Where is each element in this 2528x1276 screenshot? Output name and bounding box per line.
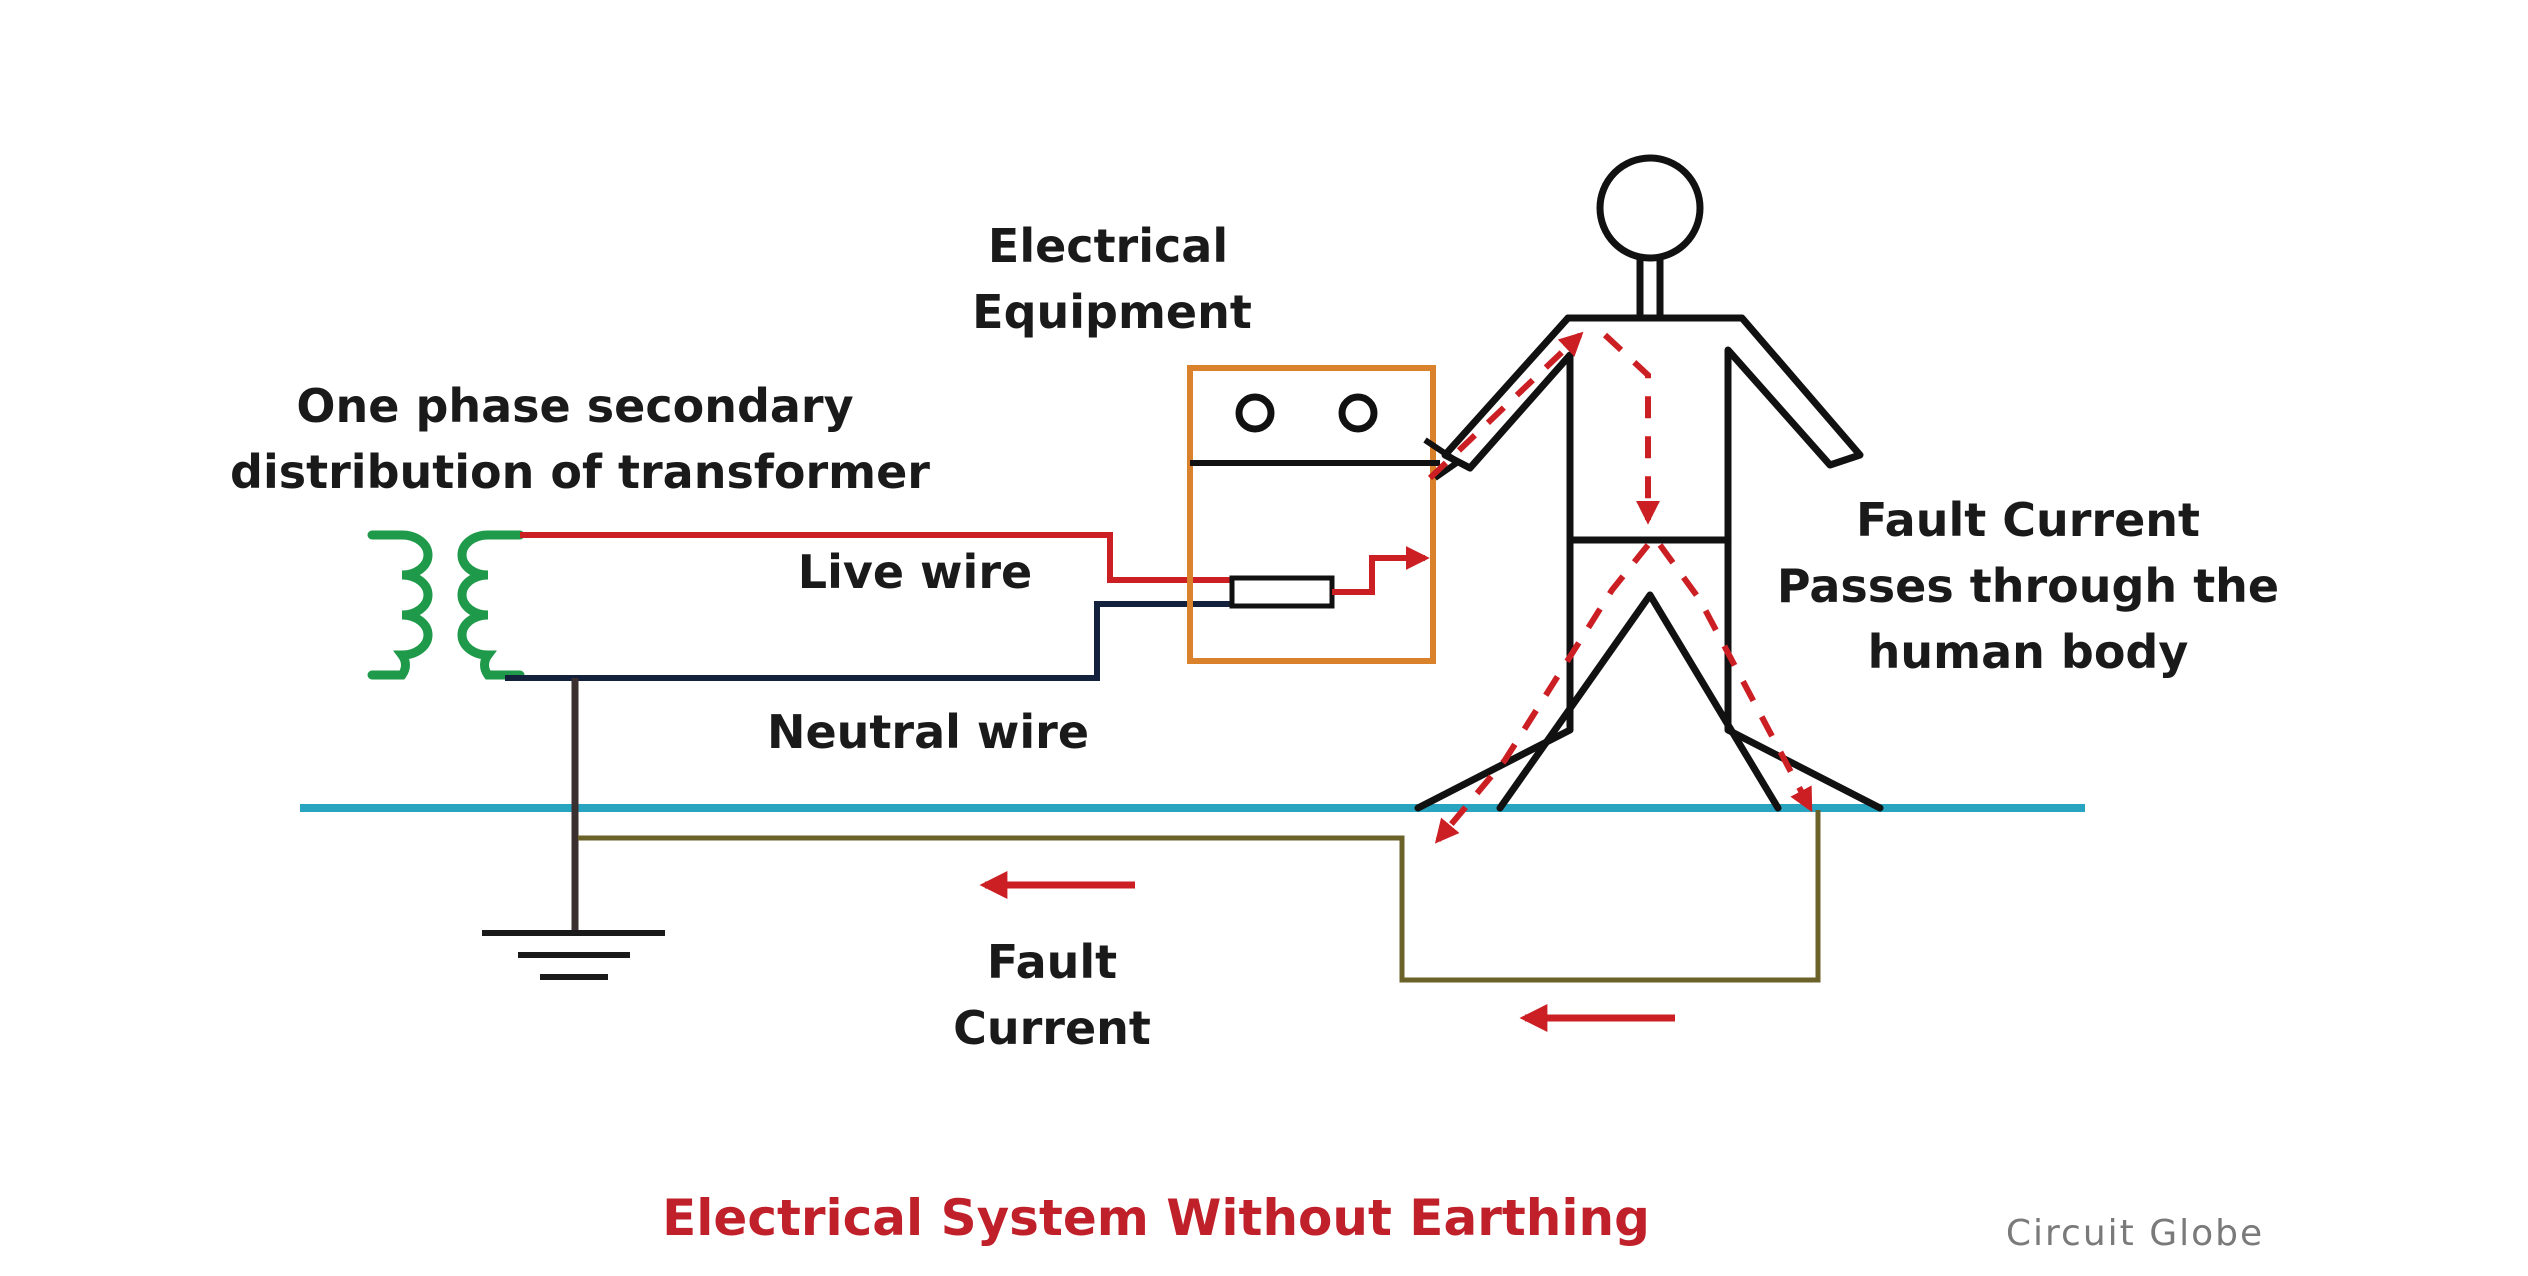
body-current-path: [1427, 331, 1813, 844]
equipment-socket-icon: [1338, 393, 1378, 433]
transformer-label-line2: distribution of transformer: [230, 445, 930, 499]
body-label-line1: Fault Current: [1856, 493, 2200, 547]
body-label-line3: human body: [1868, 625, 2189, 679]
electrical-equipment-box: [1187, 365, 1436, 664]
earth-ground-icon: [482, 930, 665, 980]
live-wire-label: Live wire: [798, 545, 1032, 599]
equipment-label-line1: Electrical: [988, 219, 1228, 273]
fault-current-label-line2: Current: [953, 1001, 1151, 1055]
neutral-wire-label: Neutral wire: [767, 705, 1089, 759]
diagram-title: Electrical System Without Earthing: [662, 1189, 1650, 1247]
transformer-label-line1: One phase secondary: [296, 379, 853, 433]
fault-current-arrow: [1332, 546, 1430, 595]
fuse-element: [1229, 575, 1335, 609]
transformer-coils-icon: [367, 530, 525, 680]
body-label-line2: Passes through the: [1777, 559, 2279, 613]
human-figure-icon: [1414, 154, 1884, 812]
fault-current-label-line1: Fault: [987, 935, 1117, 989]
live-wire-line: [520, 532, 1230, 583]
equipment-label-line2: Equipment: [972, 285, 1252, 339]
equipment-socket-icon: [1235, 393, 1275, 433]
neutral-wire-line: [505, 601, 1230, 681]
hand-touch-icon: [1423, 437, 1464, 481]
earth-return-path: [578, 810, 1821, 983]
brand-watermark: Circuit Globe: [2006, 1213, 2264, 1254]
